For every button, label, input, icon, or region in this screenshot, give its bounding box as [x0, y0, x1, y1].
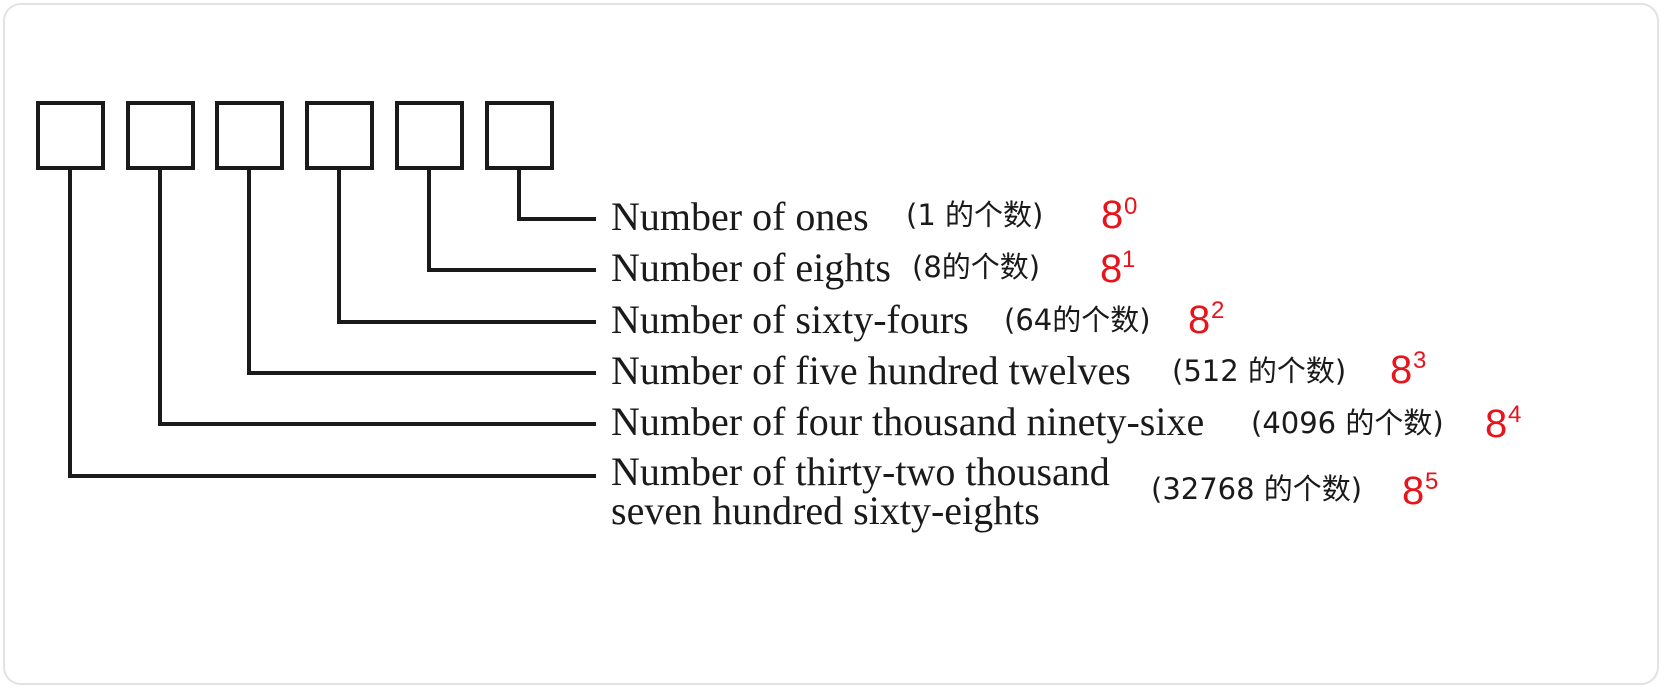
row-note: (32768 的个数) — [1151, 472, 1362, 506]
power-base: 8 — [1390, 348, 1412, 392]
row-label: Number of sixty-fours — [611, 297, 969, 342]
digit-box-8-5 — [36, 101, 105, 170]
row-note: (1 的个数) — [906, 198, 1043, 232]
connector-sixty-fours — [337, 168, 596, 324]
digit-boxes — [36, 101, 554, 170]
row-four-thousand-ninety-six: Number of four thousand ninety-sixe (409… — [611, 399, 1521, 446]
row-five-hundred-twelves: Number of five hundred twelves (512 的个数)… — [611, 347, 1426, 393]
row-eights: Number of eights (8的个数) 8 1 — [611, 245, 1135, 291]
row-sixty-fours: Number of sixty-fours (64的个数) 8 2 — [611, 297, 1224, 342]
digit-box-8-0 — [485, 101, 554, 170]
row-ones: Number of ones (1 的个数) 8 0 — [611, 193, 1137, 239]
row-label: Number of four thousand ninety-sixe — [611, 399, 1204, 444]
row-note: (64的个数) — [1004, 303, 1151, 337]
power-exponent: 5 — [1425, 468, 1438, 495]
connectors — [68, 168, 596, 478]
power-base: 8 — [1101, 193, 1123, 237]
row-note: (4096 的个数) — [1251, 406, 1444, 440]
connector-four-thousand-ninety-six — [158, 168, 596, 426]
row-label: Number of five hundred twelves — [611, 348, 1131, 393]
digit-box-8-3 — [215, 101, 284, 170]
power-base: 8 — [1100, 247, 1122, 291]
power-exponent: 0 — [1124, 193, 1137, 220]
power-exponent: 2 — [1211, 297, 1224, 324]
connector-five-hundred-twelves — [247, 168, 596, 375]
connector-ones — [517, 168, 596, 221]
power-exponent: 3 — [1413, 347, 1426, 374]
row-thirty-two-thousand: Number of thirty-two thousand seven hund… — [611, 449, 1438, 533]
row-note: (8的个数) — [912, 250, 1040, 284]
row-note: (512 的个数) — [1172, 354, 1346, 388]
row-label: Number of thirty-two thousand — [611, 449, 1110, 494]
row-label: Number of eights — [611, 245, 891, 290]
power-base: 8 — [1188, 298, 1210, 342]
connector-thirty-two-thousand — [68, 168, 596, 478]
power-exponent: 4 — [1508, 401, 1521, 428]
power-exponent: 1 — [1122, 246, 1135, 273]
digit-box-8-2 — [305, 101, 374, 170]
digit-box-8-1 — [395, 101, 464, 170]
digit-box-8-4 — [126, 101, 195, 170]
connector-eights — [427, 168, 596, 272]
power-base: 8 — [1485, 402, 1507, 446]
power-base: 8 — [1402, 469, 1424, 513]
row-label-line2: seven hundred sixty-eights — [611, 488, 1040, 533]
row-label: Number of ones — [611, 194, 869, 239]
